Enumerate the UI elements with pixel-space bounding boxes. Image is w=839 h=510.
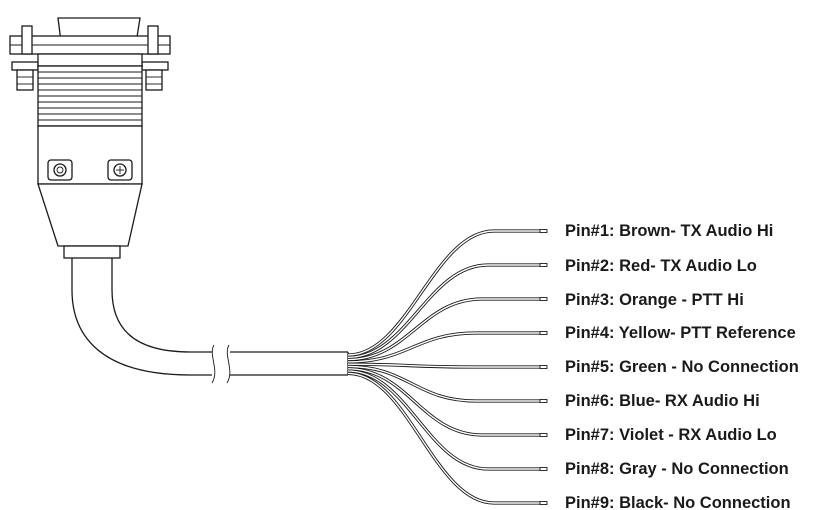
pin-label-9: Pin#9: Black- No Connection: [565, 494, 791, 510]
hood-screw-right: [107, 159, 133, 181]
wire-3: [347, 297, 548, 362]
grip-ribs: [38, 71, 142, 121]
pin-label-1: Pin#1: Brown- TX Audio Hi: [565, 222, 773, 240]
left-jackscrew: [11, 25, 39, 91]
wire-tip-7: [539, 433, 548, 437]
pin-labels: Pin#1: Brown- TX Audio Hi Pin#2: Red- TX…: [565, 222, 799, 510]
wire-1: [347, 229, 548, 357]
cable-outer-edge: [71, 258, 348, 376]
wire-tip-4: [539, 331, 548, 335]
strain-relief: [63, 245, 121, 259]
wire-tip-2: [539, 263, 548, 267]
pin-label-3: Pin#3: Orange - PTT Hi: [565, 291, 744, 309]
wire-2: [347, 263, 548, 359]
wire-9: [347, 371, 548, 505]
hood-screw-left: [47, 159, 73, 181]
wire-4: [347, 331, 548, 364]
wire-fanout: [347, 229, 548, 505]
wire-5: [347, 362, 548, 369]
wire-tip-8: [539, 467, 548, 471]
wire-7: [347, 367, 548, 437]
cable: [71, 258, 349, 384]
wire-tip-9: [539, 501, 548, 505]
pin-label-8: Pin#8: Gray - No Connection: [565, 460, 789, 478]
pin-label-7: Pin#7: Violet - RX Audio Lo: [565, 426, 777, 444]
wire-tip-1: [539, 229, 548, 233]
pin-label-6: Pin#6: Blue- RX Audio Hi: [565, 392, 760, 410]
right-jackscrew: [141, 25, 169, 91]
wire-tip-5: [539, 365, 548, 369]
wire-tip-6: [539, 399, 548, 403]
db9-connector: [9, 17, 171, 259]
cable-break-mark: [211, 344, 231, 384]
pin-label-2: Pin#2: Red- TX Audio Lo: [565, 257, 757, 275]
cable-inner-edge: [111, 258, 348, 353]
pin-label-5: Pin#5: Green - No Connection: [565, 358, 799, 376]
wire-tip-3: [539, 297, 548, 301]
hood-taper: [37, 183, 143, 247]
wire-8: [347, 369, 548, 471]
pin-label-4: Pin#4: Yellow- PTT Reference: [565, 324, 796, 342]
hood-rim: [37, 53, 143, 67]
wire-6: [347, 364, 548, 403]
